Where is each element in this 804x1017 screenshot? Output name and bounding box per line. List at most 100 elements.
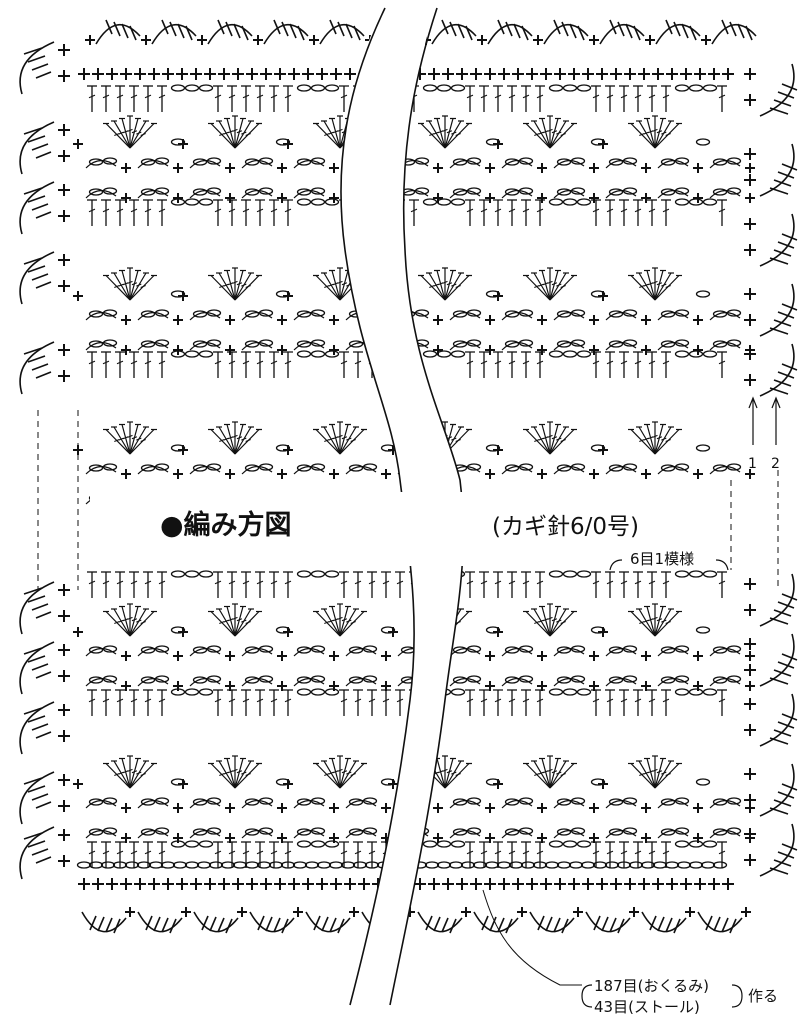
double-crochet-mark — [605, 199, 615, 226]
chain-mark — [608, 828, 624, 836]
chain-mark — [580, 861, 596, 869]
chain-mark — [562, 840, 578, 848]
double-crochet-mark — [255, 841, 265, 868]
single-crochet-mark — [745, 163, 755, 173]
chain-mark — [695, 444, 711, 452]
double-crochet-mark — [381, 571, 391, 598]
single-crochet-mark — [78, 878, 90, 890]
chain-mark — [608, 158, 624, 166]
chain-mark — [88, 188, 104, 196]
double-crochet-mark — [213, 85, 223, 112]
single-crochet-mark — [225, 315, 235, 325]
chain-mark — [556, 676, 572, 684]
single-crochet-mark — [400, 878, 412, 890]
double-crochet-mark — [213, 199, 223, 226]
chain-mark — [102, 463, 118, 471]
single-crochet-mark — [388, 291, 398, 301]
single-crochet-mark — [745, 469, 755, 479]
single-crochet-mark — [598, 291, 608, 301]
edge-scallop-left — [19, 121, 70, 175]
double-crochet-mark — [390, 199, 391, 201]
double-crochet-mark — [409, 351, 419, 378]
double-crochet-mark — [255, 571, 265, 598]
chain-mark — [192, 798, 208, 806]
single-crochet-mark — [568, 878, 580, 890]
chain-mark — [206, 309, 222, 317]
single-crochet-mark — [181, 907, 191, 917]
single-crochet-mark — [58, 150, 70, 162]
double-crochet-mark — [213, 841, 223, 868]
chain-mark — [424, 861, 440, 869]
chain-mark — [466, 675, 482, 683]
double-crochet-mark — [101, 689, 111, 716]
double-crochet-mark — [619, 199, 629, 226]
double-crochet-mark — [269, 841, 279, 868]
single-crochet-mark — [176, 878, 188, 890]
chain-mark — [198, 350, 214, 358]
chain-mark — [258, 309, 274, 317]
double-crochet-mark — [227, 571, 237, 598]
double-crochet-mark — [339, 85, 349, 112]
shell-fan — [523, 267, 577, 301]
single-crochet-mark — [641, 193, 651, 203]
chain-mark — [695, 290, 711, 298]
chain-mark — [400, 828, 415, 836]
chain-mark — [244, 861, 260, 869]
chain-mark — [232, 861, 248, 869]
chain-mark — [154, 675, 170, 683]
chain-mark — [452, 310, 468, 318]
single-crochet-mark — [744, 854, 756, 866]
double-crochet-mark — [157, 571, 167, 598]
chain-mark — [296, 570, 312, 578]
shell-fan — [208, 603, 262, 637]
chain-mark — [170, 84, 186, 92]
single-crochet-mark — [638, 68, 650, 80]
chain-mark — [340, 861, 356, 869]
chain-mark — [712, 828, 728, 836]
chain-mark — [364, 188, 377, 194]
single-crochet-mark — [693, 193, 703, 203]
single-crochet-mark — [390, 167, 391, 169]
single-crochet-mark — [582, 68, 594, 80]
repeat-label: 6目1模様 — [630, 550, 694, 568]
chain-mark — [192, 340, 208, 348]
chain-mark — [140, 676, 156, 684]
shell-fan — [103, 755, 157, 789]
chain-mark — [452, 828, 468, 836]
chain-mark — [556, 798, 572, 806]
shell-fan — [103, 115, 157, 149]
chain-mark — [608, 340, 624, 348]
edge-scallop-right — [744, 63, 798, 117]
chain-mark — [244, 828, 260, 836]
double-crochet-mark — [633, 199, 643, 226]
single-crochet-mark — [120, 878, 132, 890]
double-crochet-mark — [717, 571, 727, 598]
double-crochet-mark — [129, 199, 139, 226]
chain-mark — [412, 861, 428, 869]
single-crochet-mark — [540, 68, 552, 80]
chain-mark — [362, 309, 378, 317]
chain-mark — [192, 676, 208, 684]
chain-mark — [390, 861, 404, 869]
single-crochet-mark — [277, 193, 287, 203]
chain-mark — [292, 861, 308, 869]
chain-mark — [76, 861, 92, 869]
edge-scallop-right — [744, 633, 798, 687]
chain-mark — [258, 187, 274, 195]
chain-mark — [660, 310, 676, 318]
chain-mark — [702, 198, 718, 206]
double-crochet-mark — [87, 841, 97, 868]
chain-mark — [726, 675, 742, 683]
chain-mark — [400, 646, 415, 654]
chain-mark — [422, 350, 438, 358]
single-crochet-mark — [537, 315, 547, 325]
chain-mark — [688, 861, 704, 869]
single-crochet-mark — [624, 68, 636, 80]
double-crochet-mark — [381, 351, 391, 378]
single-crochet-mark — [283, 627, 293, 637]
single-crochet-mark — [260, 68, 272, 80]
single-crochet-mark — [349, 907, 359, 917]
chain-mark — [350, 159, 363, 165]
double-crochet-mark — [717, 689, 727, 716]
single-crochet-mark — [589, 193, 599, 203]
